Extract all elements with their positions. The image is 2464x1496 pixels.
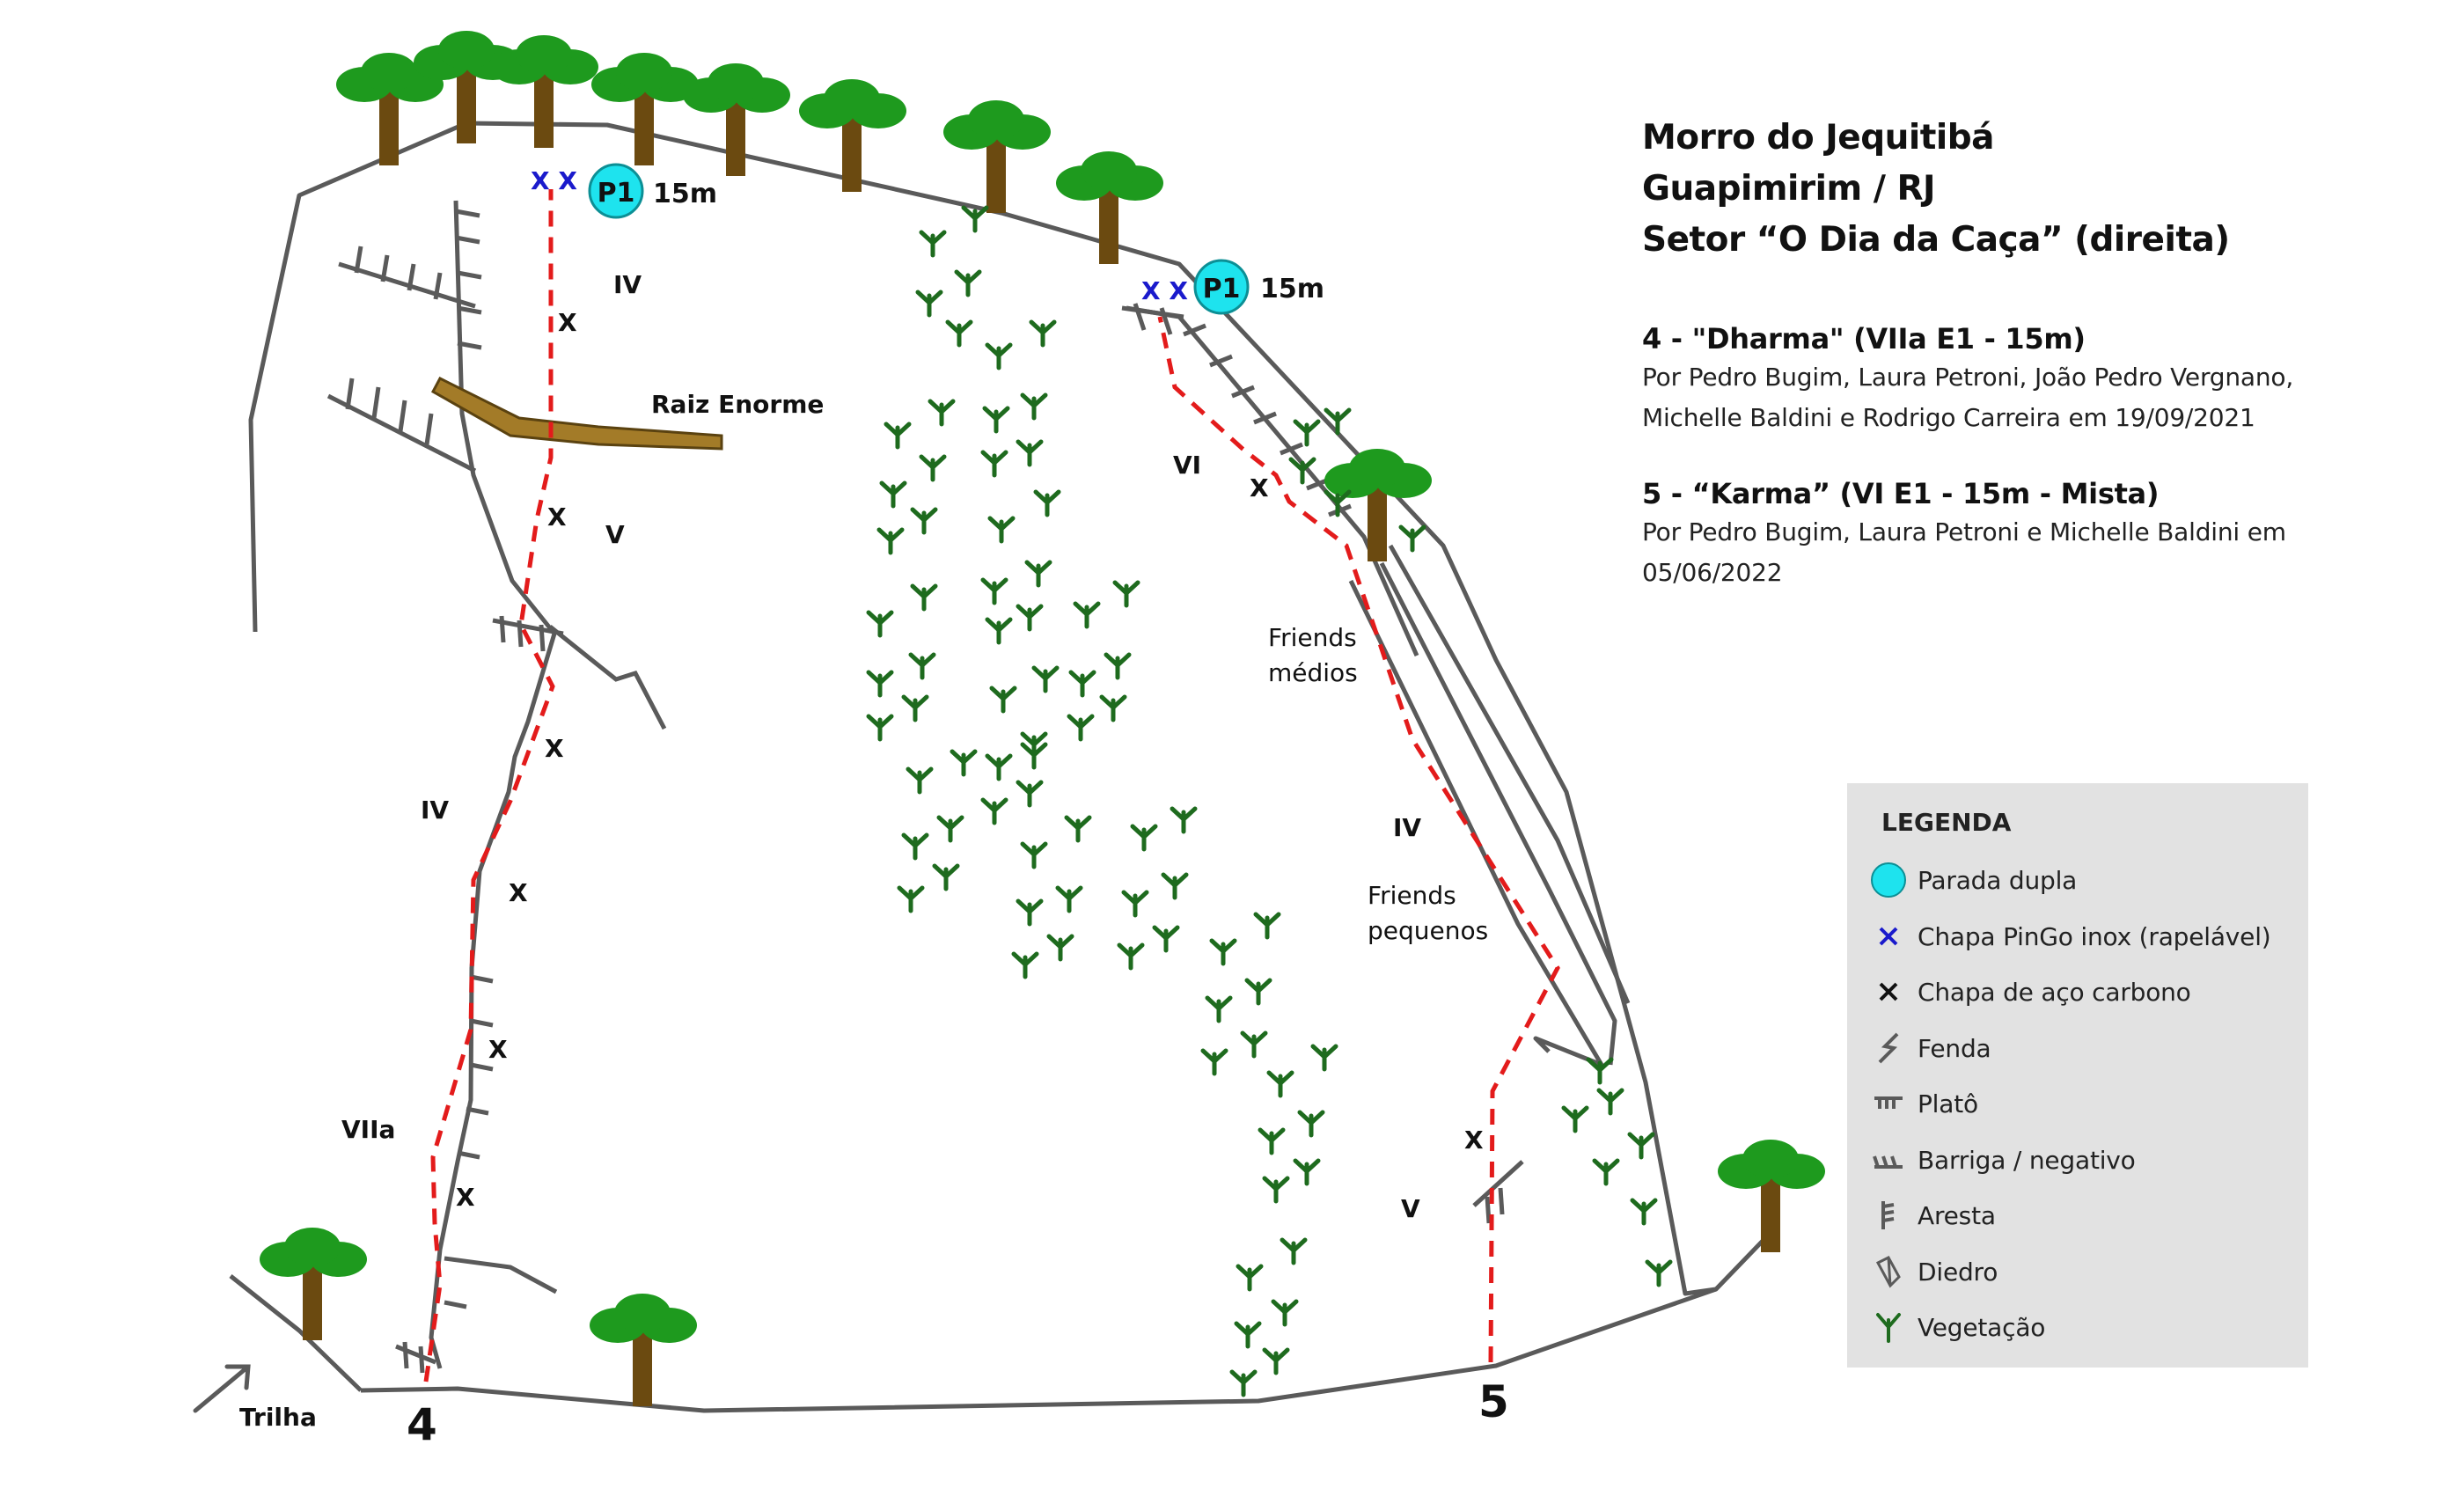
- legend-item-vegetation: Vegetação: [1866, 1301, 2306, 1353]
- svg-text:Trilha: Trilha: [239, 1403, 317, 1432]
- svg-text:IV: IV: [1393, 813, 1421, 842]
- svg-text:X X: X X: [531, 166, 577, 195]
- svg-text:X: X: [1250, 473, 1269, 502]
- legend-label: Aresta: [1918, 1200, 1996, 1230]
- svg-text:IV: IV: [421, 796, 449, 825]
- grade-labels: IV V IV VIIa VI IV V: [341, 270, 1421, 1223]
- legend-item-overhang: Barriga / negativo: [1866, 1133, 2306, 1186]
- anchor-p1-left: P1 15m X X: [531, 163, 717, 219]
- svg-text:P1: P1: [598, 178, 635, 209]
- svg-text:X: X: [558, 308, 577, 337]
- ledge-hatches: [326, 209, 1524, 1374]
- legend-item-double-anchor: Parada dupla: [1866, 854, 2306, 906]
- legend-label: Chapa PinGo inox (rapelável): [1918, 921, 2271, 951]
- blue-x-icon: [1866, 914, 1910, 958]
- legend-item-carbon-bolt: Chapa de aço carbono: [1866, 965, 2306, 1018]
- crack-icon: [1866, 1026, 1910, 1070]
- svg-text:X X: X X: [1141, 276, 1188, 305]
- legend-item-ledge: Platô: [1866, 1077, 2306, 1130]
- svg-text:médios: médios: [1268, 658, 1358, 687]
- legend-label: Parada dupla: [1918, 865, 2078, 895]
- svg-text:IV: IV: [613, 270, 642, 299]
- route-4-heading: 4 - "Dharma" (VIIa E1 - 15m): [1642, 322, 2086, 356]
- arete-icon: [1866, 1193, 1910, 1237]
- svg-text:5: 5: [1478, 1376, 1509, 1427]
- location: Guapimirim / RJ: [1642, 169, 1936, 209]
- svg-text:V: V: [605, 520, 625, 549]
- double-anchor-icon: [1866, 858, 1910, 902]
- svg-text:X: X: [456, 1183, 475, 1212]
- svg-text:pequenos: pequenos: [1368, 916, 1488, 945]
- overhang-icon: [1866, 1138, 1910, 1182]
- ledge-icon: [1866, 1082, 1910, 1126]
- svg-text:X: X: [1464, 1126, 1484, 1155]
- svg-text:15m: 15m: [1260, 274, 1324, 304]
- legend-label: Platô: [1918, 1089, 1978, 1118]
- svg-text:X: X: [545, 734, 564, 763]
- svg-text:X: X: [488, 1035, 508, 1064]
- legend-label: Vegetação: [1918, 1312, 2046, 1342]
- route-4-desc-line1: Por Pedro Bugim, Laura Petroni, João Ped…: [1642, 363, 2294, 392]
- route-4-line: [423, 189, 555, 1382]
- svg-text:15m: 15m: [653, 179, 717, 209]
- bolt-marks: X X X X X X X X: [456, 308, 1484, 1212]
- svg-text:P1: P1: [1203, 274, 1241, 304]
- anchor-p1-right: P1 15m X X: [1141, 259, 1324, 315]
- vegetation-marks: [869, 208, 1670, 1395]
- legend-label: Diedro: [1918, 1257, 1998, 1287]
- svg-text:Friends: Friends: [1368, 881, 1456, 910]
- legend-item-arete: Aresta: [1866, 1189, 2306, 1242]
- svg-text:V: V: [1401, 1194, 1420, 1223]
- legend-label: Fenda: [1918, 1033, 1991, 1063]
- legend-item-crack: Fenda: [1866, 1022, 2306, 1074]
- dihedral-icon: [1866, 1250, 1910, 1294]
- svg-text:X: X: [509, 878, 528, 907]
- legend-label: Barriga / negativo: [1918, 1145, 2136, 1175]
- svg-text:4: 4: [407, 1399, 437, 1450]
- route-4-desc-line2: Michelle Baldini e Rodrigo Carreira em 1…: [1642, 403, 2255, 432]
- svg-text:VIIa: VIIa: [341, 1115, 395, 1144]
- svg-text:VI: VI: [1173, 451, 1201, 480]
- svg-text:Raiz Enorme: Raiz Enorme: [651, 390, 824, 419]
- route-5-desc-line2: 05/06/2022: [1642, 558, 1783, 587]
- svg-text:X: X: [547, 502, 567, 532]
- black-x-icon: [1866, 970, 1910, 1014]
- tree-canopy: [260, 31, 1825, 1406]
- vegetation-icon: [1866, 1305, 1910, 1349]
- svg-text:Friends: Friends: [1268, 623, 1357, 652]
- legend-panel: LEGENDA Parada dupla Chapa PinGo inox (r…: [1847, 783, 2308, 1368]
- trail-arrow-icon: [193, 1364, 251, 1413]
- crag-name: Morro do Jequitibá: [1642, 118, 1995, 158]
- title-block: Morro do Jequitibá Guapimirim / RJ Setor…: [1642, 113, 2346, 591]
- legend-item-dihedral: Diedro: [1866, 1245, 2306, 1298]
- legend-item-pingo: Chapa PinGo inox (rapelável): [1866, 910, 2306, 963]
- route-5-heading: 5 - “Karma” (VI E1 - 15m - Mista): [1642, 477, 2160, 510]
- legend-title: LEGENDA: [1881, 808, 2012, 837]
- topo-labels: Raiz Enorme Friends médios Friends peque…: [239, 390, 1509, 1450]
- sector-name: Setor “O Dia da Caça” (direita): [1642, 220, 2230, 260]
- giant-root: [430, 377, 723, 451]
- legend-label: Chapa de aço carbono: [1918, 977, 2191, 1007]
- route-5-desc-line1: Por Pedro Bugim, Laura Petroni e Michell…: [1642, 517, 2286, 546]
- route-lines: [423, 189, 1560, 1382]
